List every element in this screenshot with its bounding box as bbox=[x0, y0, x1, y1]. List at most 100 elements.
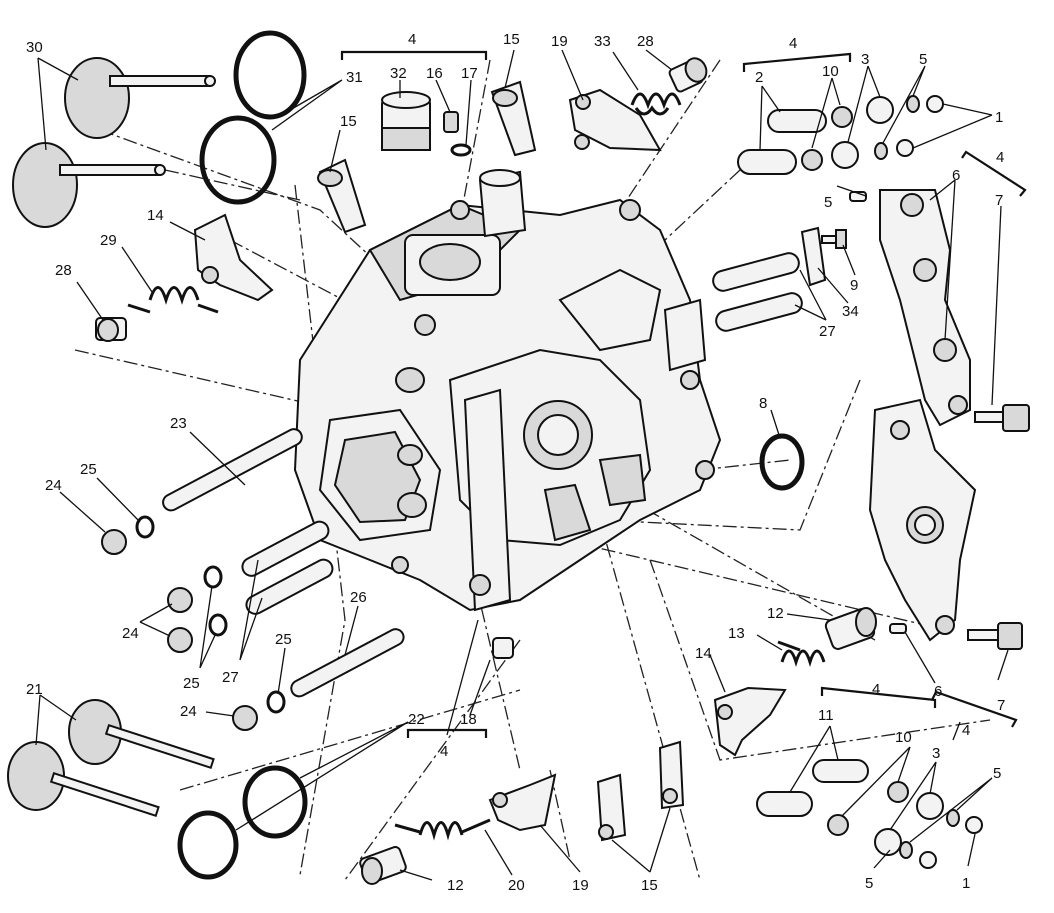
o-ring-8 bbox=[759, 433, 805, 491]
rocker-arm-15-lower-a bbox=[596, 773, 627, 842]
screw-9 bbox=[821, 229, 847, 249]
spring-29 bbox=[127, 286, 219, 314]
callout-14-top: 14 bbox=[147, 207, 164, 224]
callout-4-right: 4 bbox=[996, 149, 1004, 166]
callout-12-right: 12 bbox=[767, 605, 784, 622]
callout-28-left: 28 bbox=[55, 262, 72, 279]
callout-7-top: 7 bbox=[995, 192, 1003, 209]
callout-15-top: 15 bbox=[503, 31, 520, 48]
washer-25-middle-b bbox=[208, 613, 228, 637]
leader-lines bbox=[35, 49, 1009, 881]
pins-27-right bbox=[712, 252, 803, 332]
o-ring-17 bbox=[450, 143, 472, 157]
exhaust-valve-lower bbox=[12, 142, 166, 228]
callout-10-top: 10 bbox=[822, 63, 839, 80]
valve-seat-ring-lower-a bbox=[242, 765, 308, 839]
callout-3-top: 3 bbox=[861, 51, 869, 68]
callout-2: 2 bbox=[755, 69, 763, 86]
callout-4-bottom: 4 bbox=[440, 743, 448, 760]
callout-15-left: 15 bbox=[340, 113, 357, 130]
camshaft-cap-upper bbox=[879, 189, 971, 427]
spring-20 bbox=[394, 818, 491, 841]
shim-16 bbox=[443, 111, 459, 133]
callout-12-bottom: 12 bbox=[447, 877, 464, 894]
callout-4-topright: 4 bbox=[789, 35, 797, 52]
callout-19-bottom: 19 bbox=[572, 877, 589, 894]
plug-24-upper bbox=[101, 529, 127, 555]
callout-22: 22 bbox=[408, 711, 425, 728]
callout-4-bottomright-a: 4 bbox=[872, 681, 880, 698]
callout-6-bottom: 6 bbox=[934, 683, 942, 700]
callout-16: 16 bbox=[426, 65, 443, 82]
callout-18: 18 bbox=[460, 711, 477, 728]
callout-24-upper: 24 bbox=[45, 477, 62, 494]
callout-23: 23 bbox=[170, 415, 187, 432]
dowel-6-lower bbox=[889, 623, 907, 634]
plug-24-middle-b bbox=[167, 627, 193, 653]
pin-26 bbox=[290, 628, 405, 698]
intake-valve-upper bbox=[68, 699, 215, 770]
plate-34 bbox=[800, 226, 827, 287]
callout-9: 9 bbox=[850, 277, 858, 294]
plug-24-lower bbox=[232, 705, 258, 731]
group-brackets bbox=[340, 50, 1027, 738]
cylinder-head-casting bbox=[293, 169, 722, 612]
callout-7-bottom: 7 bbox=[997, 697, 1005, 714]
callout-29: 29 bbox=[100, 232, 117, 249]
pins-27-left bbox=[241, 520, 334, 615]
callout-33: 33 bbox=[594, 33, 611, 50]
camshaft-cap-lower bbox=[868, 398, 977, 642]
pin-23 bbox=[162, 428, 303, 512]
callout-27-right: 27 bbox=[819, 323, 836, 340]
rocker-arm-15-left bbox=[317, 158, 367, 234]
spring-13 bbox=[777, 640, 826, 667]
bolt-7-upper bbox=[974, 404, 1030, 432]
washer-25-lower bbox=[266, 690, 286, 714]
washer-25-middle-a bbox=[203, 565, 223, 589]
callout-3-bottom: 3 bbox=[932, 745, 940, 762]
rocker-arm-14-lower bbox=[713, 686, 787, 757]
callout-5-bottom: 5 bbox=[865, 875, 873, 892]
callout-20: 20 bbox=[508, 877, 525, 894]
callout-4-top: 4 bbox=[408, 31, 416, 48]
callout-25-upper: 25 bbox=[80, 461, 97, 478]
callout-14-bottom: 14 bbox=[695, 645, 712, 662]
callout-21: 21 bbox=[26, 681, 43, 698]
intake-valve-lower bbox=[7, 741, 160, 818]
callout-8: 8 bbox=[759, 395, 767, 412]
callout-19-top: 19 bbox=[551, 33, 568, 50]
exhaust-valve-upper bbox=[64, 57, 216, 139]
callout-4-bottomright-b: 4 bbox=[962, 722, 970, 739]
bushing-12-lower bbox=[359, 846, 407, 885]
bushing-12-right bbox=[824, 607, 877, 650]
spring-33 bbox=[630, 92, 682, 116]
callout-30: 30 bbox=[26, 39, 43, 56]
valve-seat-ring-upper bbox=[233, 30, 307, 120]
tappet-32 bbox=[381, 91, 431, 151]
valve-seat-ring-lower bbox=[199, 115, 277, 205]
callout-11: 11 bbox=[818, 707, 834, 724]
valve-gear-stack-upper-right bbox=[737, 95, 944, 175]
callout-25-middle: 25 bbox=[183, 675, 200, 692]
rocker-arm-19-upper bbox=[568, 88, 662, 152]
callout-6-top: 6 bbox=[952, 167, 960, 184]
callout-1-bottom: 1 bbox=[962, 875, 970, 892]
callout-25-lower: 25 bbox=[275, 631, 292, 648]
callout-24-middle: 24 bbox=[122, 625, 139, 642]
bushing-28-upper bbox=[668, 57, 708, 93]
valve-seat-ring-lower-b bbox=[177, 810, 239, 880]
valve-gear-stack-lower-right bbox=[756, 759, 983, 869]
bushing-28-left bbox=[95, 317, 127, 342]
callout-34: 34 bbox=[842, 303, 859, 320]
callout-13: 13 bbox=[728, 625, 745, 642]
callout-5-top: 5 bbox=[919, 51, 927, 68]
washer-25-upper bbox=[135, 515, 155, 539]
callout-15-bottom: 15 bbox=[641, 877, 658, 894]
callout-28-top: 28 bbox=[637, 33, 654, 50]
bolt-7-lower bbox=[967, 622, 1023, 650]
rocker-arm-19-lower bbox=[488, 773, 557, 832]
dowel-18 bbox=[492, 637, 514, 659]
rocker-arm-14-upper bbox=[193, 213, 274, 302]
callout-27-left: 27 bbox=[222, 669, 239, 686]
